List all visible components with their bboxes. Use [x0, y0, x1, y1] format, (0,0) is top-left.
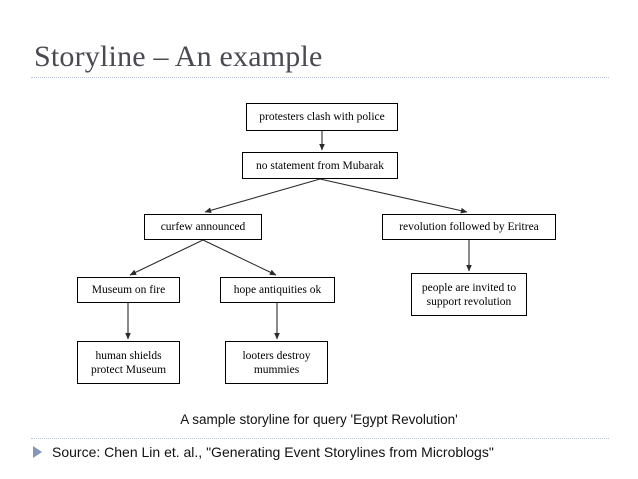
title-divider [31, 77, 609, 78]
page-title: Storyline – An example [34, 40, 323, 73]
flow-edge-curfew-to-museum [129, 239, 204, 276]
footer-divider [31, 438, 609, 439]
storyline-diagram: protesters clash with police no statement… [0, 90, 638, 400]
flow-node-shields: human shields protect Museum [77, 341, 180, 384]
flow-edge-nostatement-to-revolution [319, 178, 468, 214]
flow-node-nostatement: no statement from Mubarak [242, 152, 398, 179]
source-text: Source: Chen Lin et. al., "Generating Ev… [52, 444, 494, 460]
flow-node-looters: looters destroy mummies [225, 341, 328, 384]
flow-node-invited: people are invited to support revolution [411, 273, 527, 316]
flow-node-antiquities: hope antiquities ok [220, 277, 335, 303]
flow-node-curfew: curfew announced [144, 214, 262, 240]
flow-node-protesters: protesters clash with police [246, 103, 398, 131]
diagram-edges [125, 131, 472, 340]
flow-node-museum: Museum on fire [77, 277, 180, 303]
flow-edge-curfew-to-antiquities [202, 239, 277, 276]
flow-edge-nostatement-to-curfew [204, 178, 321, 214]
triangle-bullet-icon [33, 446, 42, 458]
diagram-caption: A sample storyline for query 'Egypt Revo… [180, 412, 458, 427]
flow-node-revolution: revolution followed by Eritrea [382, 214, 556, 240]
source-row: Source: Chen Lin et. al., "Generating Ev… [31, 444, 621, 460]
